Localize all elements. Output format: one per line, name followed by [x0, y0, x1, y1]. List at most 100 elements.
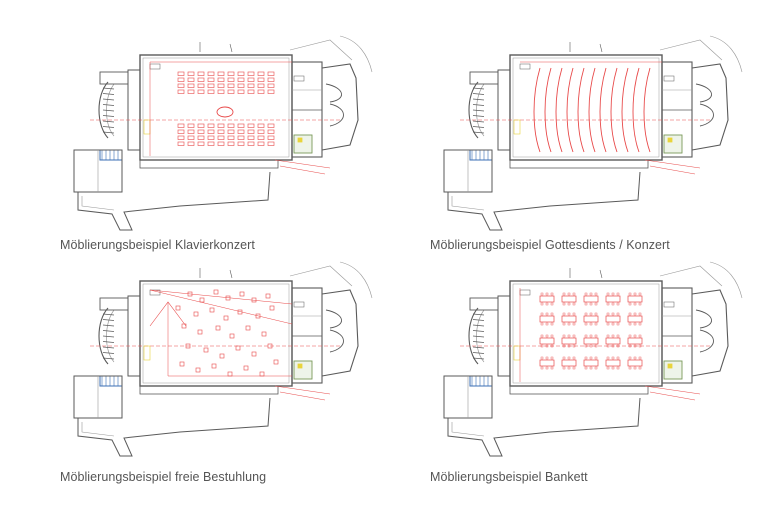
caption-freie-bestuhlung: Möblierungsbeispiel freie Bestuhlung [60, 470, 267, 484]
banquet-table [539, 315, 555, 323]
west-stair-tread [102, 357, 115, 360]
west-stair-tread [472, 352, 485, 354]
chair [207, 77, 215, 82]
seat-row-arc [588, 67, 596, 153]
banquet-chair [567, 366, 571, 370]
banquet-chair [562, 356, 566, 360]
free-chair [273, 359, 279, 365]
free-chair [265, 293, 271, 299]
banquet-chair [540, 322, 544, 326]
east-curved-stair-2 [699, 103, 714, 127]
banquet-chair [550, 366, 554, 370]
seat-row-arc [544, 67, 552, 153]
free-chair [193, 311, 199, 317]
panel-freie-bestuhlung: Möblierungsbeispiel freie Bestuhlung [0, 226, 384, 484]
banquet-chair [589, 302, 593, 306]
west-stair-tread [102, 341, 115, 343]
chair [237, 89, 245, 94]
chair [217, 83, 225, 88]
banquet-table [561, 295, 577, 303]
banquet-chair [611, 292, 615, 296]
banquet-chair [594, 334, 598, 338]
chair [177, 83, 185, 88]
site-outline-ne [289, 265, 353, 287]
banquet-chair [567, 292, 571, 296]
west-stair-tread [102, 115, 115, 117]
foundation-inner [81, 422, 115, 437]
banquet-chair [638, 344, 642, 348]
banquet-chair [616, 292, 620, 296]
room-label-box [519, 63, 531, 70]
site-curve-ne [339, 35, 373, 73]
chair [197, 129, 205, 134]
banquet-chair [611, 344, 615, 348]
banquet-chair [594, 292, 598, 296]
chair [177, 123, 185, 128]
chair [187, 141, 195, 146]
chair [237, 77, 245, 82]
banquet-chair [545, 334, 549, 338]
west-stair-tread [102, 126, 115, 128]
banquet-chair [584, 322, 588, 326]
free-chair [269, 305, 275, 311]
banquet-chair [638, 302, 642, 306]
banquet-chair [633, 322, 637, 326]
banquet-table [561, 337, 577, 345]
foundation-inner [81, 196, 115, 211]
banquet-chair [638, 334, 642, 338]
west-stair-tread [102, 87, 115, 90]
seat-row-arc [621, 67, 629, 153]
hall-outline [509, 280, 663, 387]
free-chair [239, 291, 245, 297]
stair-core [99, 375, 123, 387]
banquet-chair [562, 334, 566, 338]
banquet-chair [567, 334, 571, 338]
free-chair [175, 305, 181, 311]
chair [187, 89, 195, 94]
banquet-chair [594, 312, 598, 316]
banquet-chair [606, 302, 610, 306]
free-chair [223, 315, 229, 321]
south-corridor [509, 385, 649, 395]
banquet-chair [545, 292, 549, 296]
banquet-chair [567, 322, 571, 326]
banquet-chair [589, 322, 593, 326]
east-rooms [291, 61, 323, 158]
piano [216, 106, 234, 118]
free-chair [179, 361, 185, 367]
west-stair-tread [472, 346, 485, 349]
hall-inner-wall [512, 57, 660, 158]
chair [177, 129, 185, 134]
banquet-chair [628, 322, 632, 326]
free-chair [211, 363, 217, 369]
west-stair-tread [102, 335, 115, 338]
west-stair-tread [472, 330, 485, 332]
west-stair-tread [472, 98, 485, 101]
banquet-chair [611, 356, 615, 360]
west-curve-outer [468, 81, 479, 139]
free-chair [229, 333, 235, 339]
chair [247, 77, 255, 82]
floor-plan-bankett [443, 261, 743, 457]
banquet-table [583, 359, 599, 367]
banquet-chair [550, 322, 554, 326]
banquet-chair [572, 366, 576, 370]
free-chair [219, 353, 225, 359]
chair [197, 71, 205, 76]
site-curve-ne [339, 261, 373, 299]
chair [267, 77, 275, 82]
seat-row-arc [643, 67, 651, 153]
stair-core [99, 149, 123, 161]
axis-line-2 [274, 385, 331, 395]
axis-line-2 [644, 159, 701, 169]
banquet-chair [572, 356, 576, 360]
stage-marker [513, 345, 521, 361]
chair [197, 135, 205, 140]
chair [207, 89, 215, 94]
seat-row-arc [555, 67, 563, 153]
west-stair-tread [102, 109, 115, 112]
banquet-chair [611, 322, 615, 326]
banquet-table [605, 295, 621, 303]
chair [177, 77, 185, 82]
chair [207, 123, 215, 128]
